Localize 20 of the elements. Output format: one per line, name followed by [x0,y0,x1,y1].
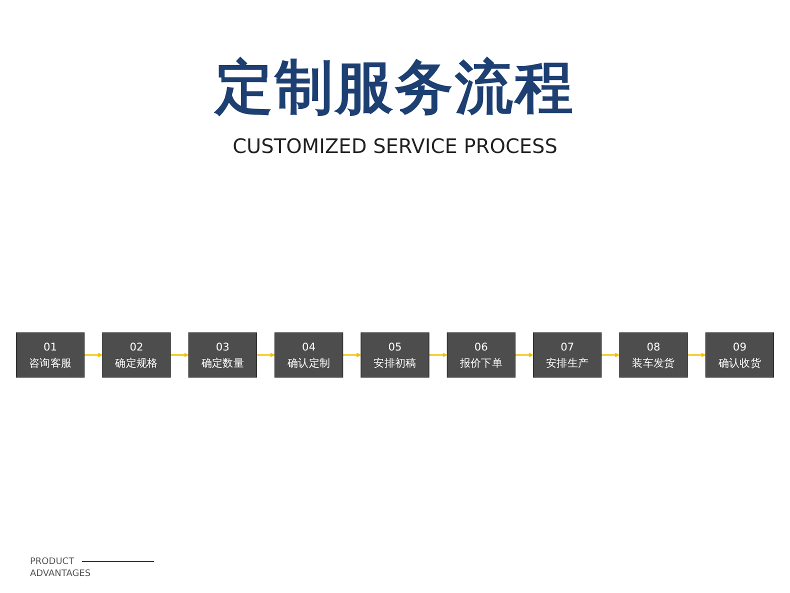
node-box: 01 咨询客服 [16,332,85,378]
arrow [429,352,448,358]
node-box: 02 确定规格 [102,332,171,378]
arrow [601,352,620,358]
subtitle: CUSTOMIZED SERVICE PROCESS [232,134,558,158]
node-box: 03 确定数量 [188,332,257,378]
arrow [170,352,189,358]
diagram-title: 定制服务流程 [215,53,575,121]
node-box: 06 报价下单 [446,332,516,378]
arrow [515,352,534,358]
section-label: PRODUCT ADVANTAGES [30,556,92,580]
node-box: 05 安排初稿 [360,332,430,378]
arrow [688,352,706,358]
node-box: 09 确认收货 [705,332,774,378]
node-box: 08 装车发货 [619,332,688,378]
arrow [84,352,103,358]
node-box: 04 确认定制 [274,332,344,378]
arrow [342,352,362,358]
node-box: 07 安排生产 [533,332,602,378]
arrow [256,352,275,358]
